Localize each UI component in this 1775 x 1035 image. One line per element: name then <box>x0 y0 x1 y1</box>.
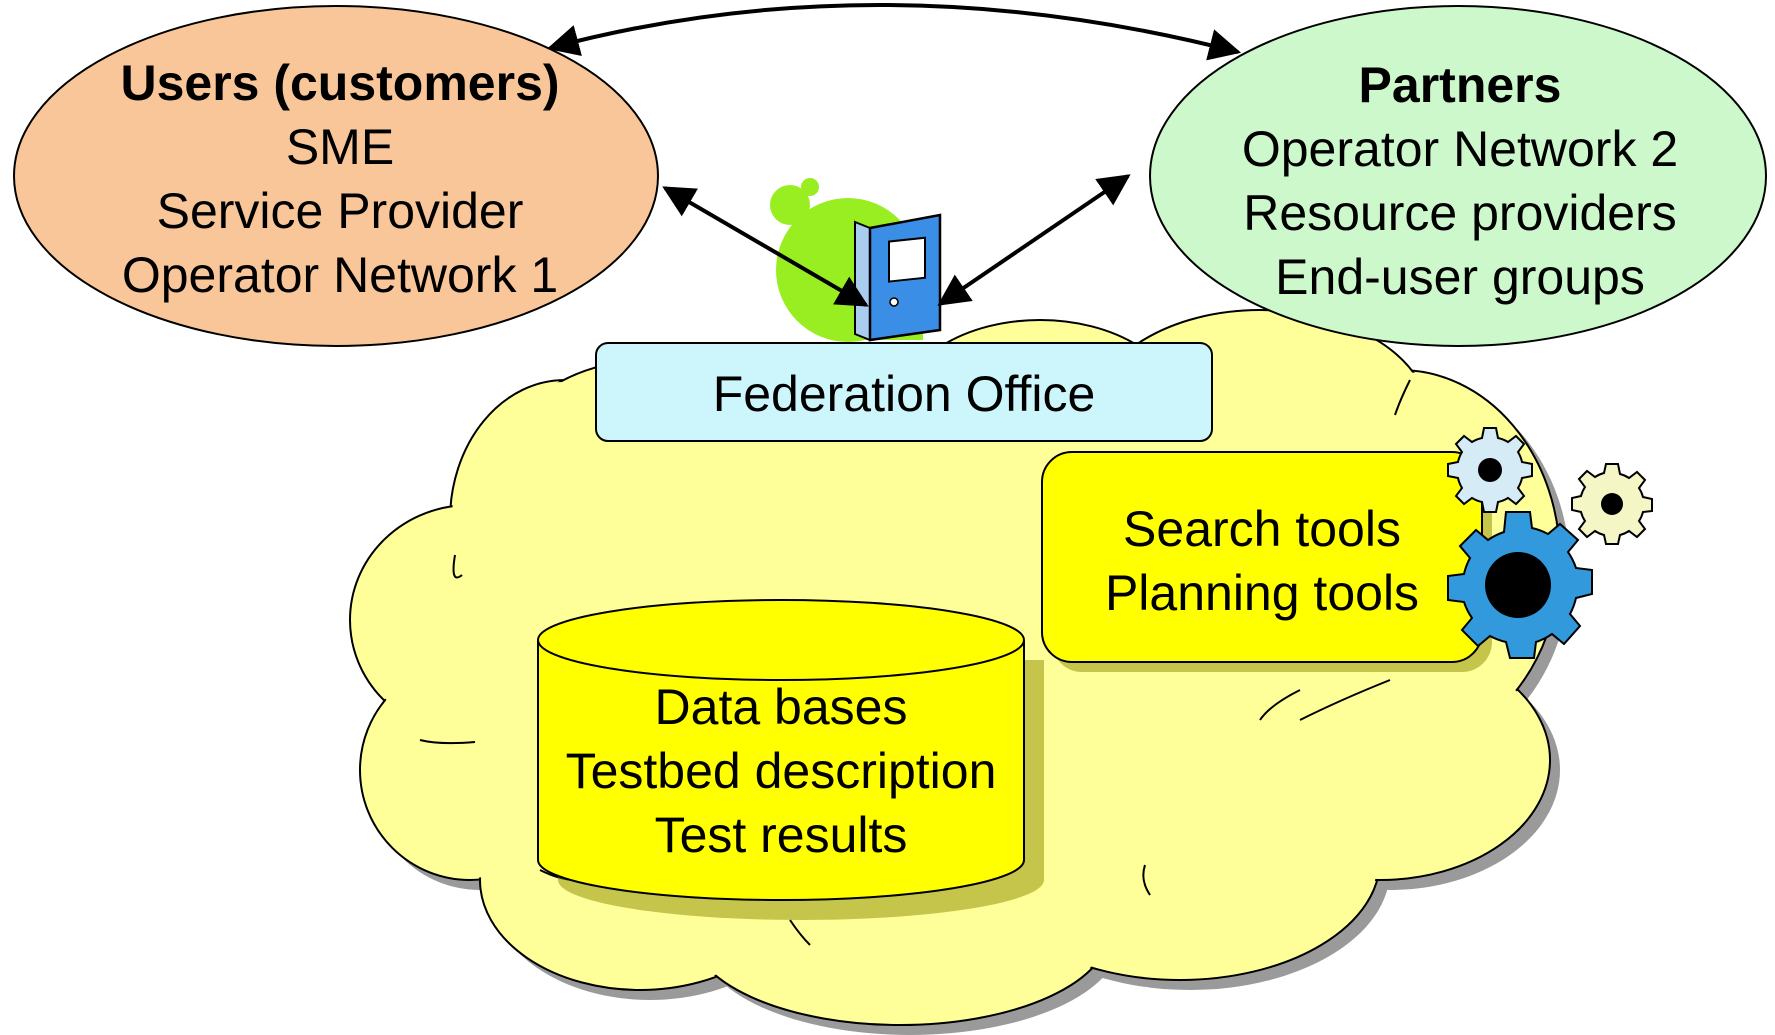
partners-office-arrow <box>937 174 1131 306</box>
database-line-1: Data bases <box>655 679 908 735</box>
users-line-3: Operator Network 1 <box>122 247 558 303</box>
federation-office-box: Federation Office <box>595 342 1213 442</box>
database-cylinder: Data bases Testbed description Test resu… <box>537 599 1044 920</box>
tools-line-2: Planning tools <box>1105 565 1419 621</box>
connection-arrows <box>546 2 1242 307</box>
partners-ellipse: Partners Operator Network 2 Resource pro… <box>1149 5 1767 347</box>
tools-box: Search tools Planning tools <box>1041 451 1492 672</box>
tools-line-1: Search tools <box>1123 501 1401 557</box>
partners-line-1: Operator Network 2 <box>1242 121 1678 177</box>
users-office-arrow <box>662 186 869 307</box>
door-icon <box>770 178 942 342</box>
users-line-2: Service Provider <box>157 183 524 239</box>
partners-line-3: End-user groups <box>1275 249 1645 305</box>
partners-line-2: Resource providers <box>1243 185 1677 241</box>
users-title: Users (customers) <box>120 55 559 111</box>
federation-office-label: Federation Office <box>713 366 1096 422</box>
database-line-3: Test results <box>655 807 908 863</box>
gear-icon <box>1447 427 1653 659</box>
users-line-1: SME <box>286 119 394 175</box>
users-ellipse: Users (customers) SME Service Provider O… <box>13 5 659 347</box>
database-line-2: Testbed description <box>566 743 997 799</box>
users-partners-arrow <box>546 2 1242 61</box>
partners-title: Partners <box>1359 57 1562 113</box>
